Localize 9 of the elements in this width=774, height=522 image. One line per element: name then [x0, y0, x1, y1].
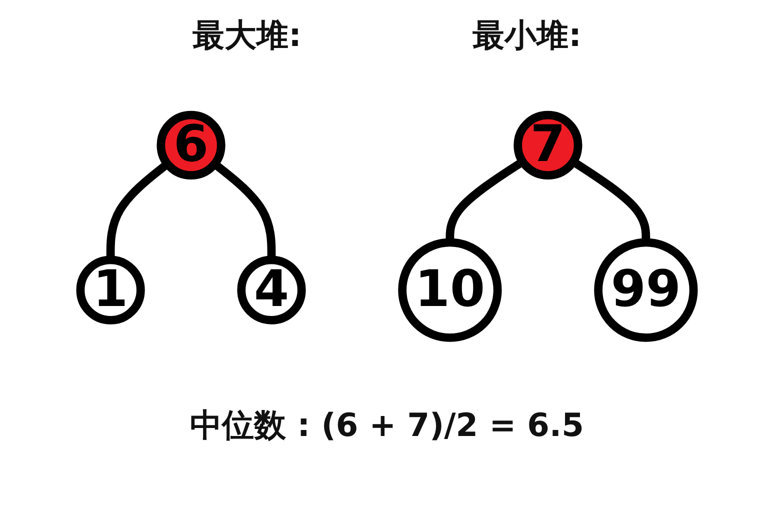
heap-title: 最小堆: [472, 15, 582, 56]
heap-title: 最大堆: [192, 15, 302, 56]
median-formula: 中位数 : (6 + 7)/2 = 6.5 [190, 406, 584, 444]
node-circle: 10 [398, 238, 502, 342]
node-circle: 4 [237, 256, 306, 325]
node-circle: 1 [76, 256, 145, 325]
node-circle: 99 [594, 238, 698, 342]
node-circle: 6 [156, 111, 226, 180]
node-circle: 7 [514, 111, 582, 180]
